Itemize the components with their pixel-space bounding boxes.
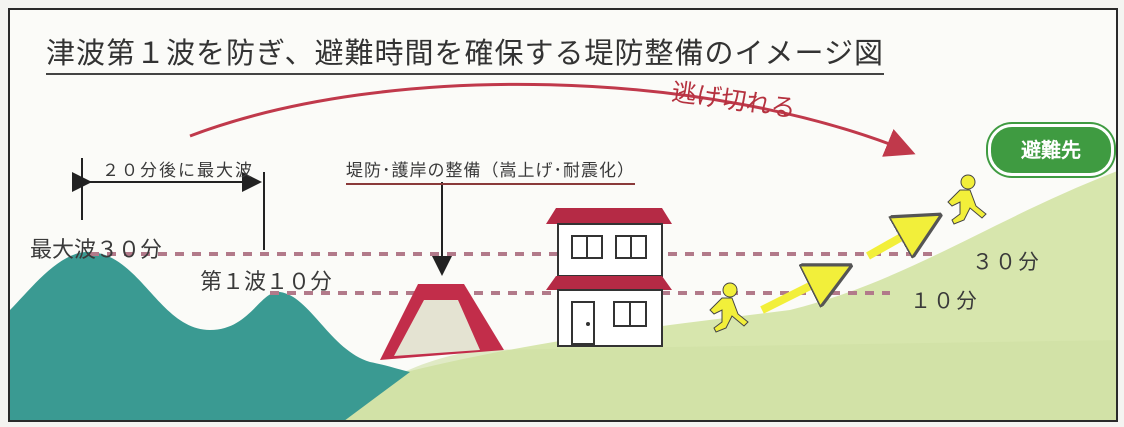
house-icon <box>546 208 672 347</box>
coast-land <box>316 340 1116 420</box>
diagram-title: 津波第１波を防ぎ、避難時間を確保する堤防整備のイメージ図 <box>46 30 884 75</box>
running-person-icon <box>709 282 749 333</box>
running-person-icon <box>947 174 987 225</box>
time-to-max-wave-label: ２０分後に最大波 <box>102 161 254 181</box>
diagram-frame: 津波第１波を防ぎ、避難時間を確保する堤防整備のイメージ図 逃げ切れる 避難先 ２… <box>8 8 1118 422</box>
level-10-label: １０分 <box>910 289 979 313</box>
levee-improvement-label: 堤防･護岸の整備（嵩上げ･耐震化） <box>346 156 635 185</box>
evacuation-destination-badge: 避難先 <box>988 124 1114 176</box>
curved-arrow-icon <box>189 82 916 157</box>
yellow-arrow-icon <box>866 222 928 260</box>
tsunami-waves <box>10 251 410 420</box>
yellow-arrow-icon <box>760 272 838 314</box>
max-wave-label: 最大波３０分 <box>30 238 163 263</box>
first-wave-label: 第１波１０分 <box>200 270 333 295</box>
level-30-label: ３０分 <box>972 250 1041 274</box>
diagram-scene <box>10 82 1116 420</box>
levee-icon <box>380 284 504 360</box>
